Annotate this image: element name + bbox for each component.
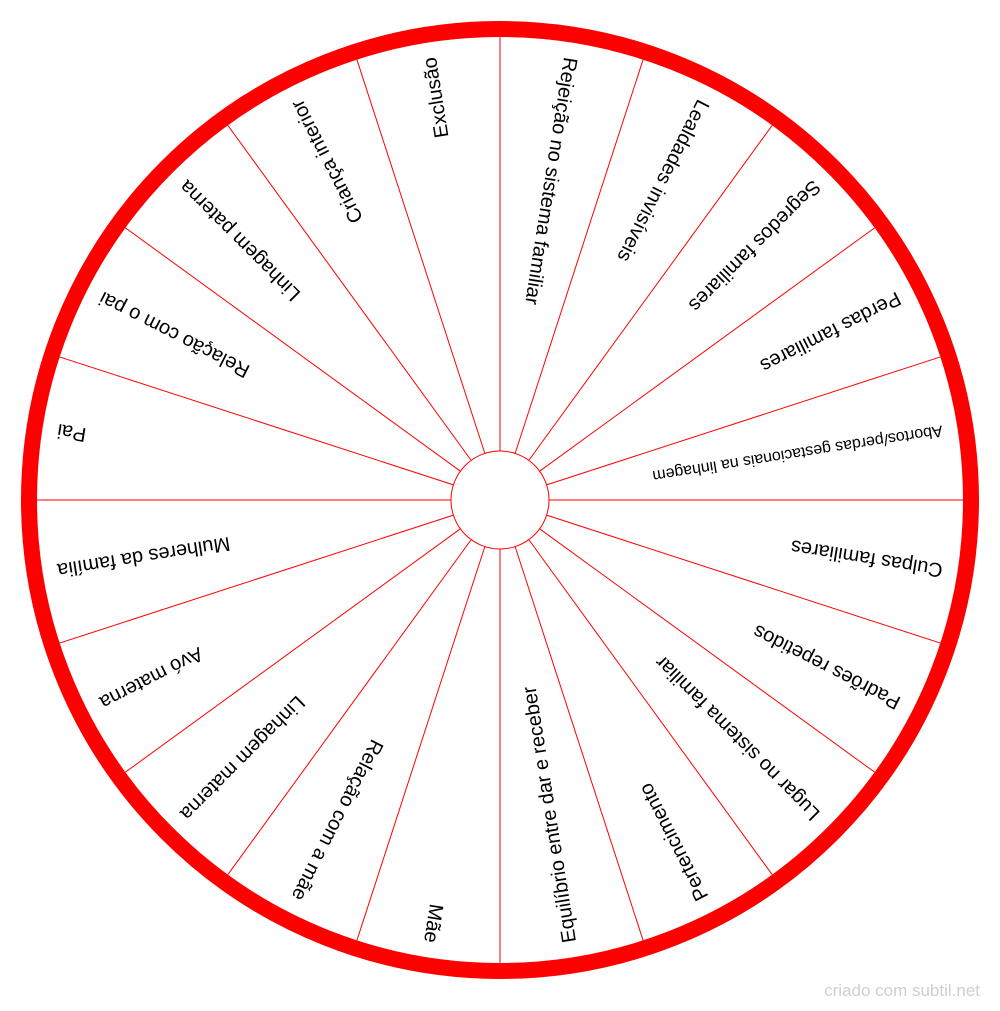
segment-label: Lugar no sistema familiar [651,651,825,825]
segment-label: Pai [56,419,88,445]
wheel-spoke [539,227,875,472]
segment-label: Lealdades invisíveis [612,96,713,265]
wheel-outer-ring [21,21,979,979]
wheel-spoke [59,514,454,644]
segment-label: Linhagem materna [175,691,309,825]
wheel-spoke [125,227,461,472]
wheel-spoke [514,546,644,941]
segment-label: Linhagem paterna [175,175,305,305]
segment-label: Relação com a mãe [287,736,387,904]
segment-label: Mãe [419,902,447,944]
wheel-spoke [539,528,875,773]
wheel-spoke [528,125,773,461]
wheel-spoke [546,356,941,486]
segment-label: Criança interior [287,96,368,227]
segment-label: Exclusão [419,56,453,140]
segment-label: Relação com o pai [96,287,254,382]
segment-label: Culpas familiares [789,535,944,581]
wheel-spoke [125,528,461,773]
segment-label: Perdas familiares [757,287,905,377]
wheel-hub [450,450,550,550]
segment-label: Abortos/perdas gestacionais na linhagem [651,422,944,485]
wheel-spoke [227,125,472,461]
segment-label: Pertencimento [635,779,713,904]
segment-label: Mulheres da família [55,532,232,581]
wheel-spokes [37,37,963,963]
wheel-spoke [59,356,454,486]
segment-label: Equilíbrio entre dar e receber [519,685,581,945]
wheel-spoke [356,59,486,454]
segment-label: Avó materna [95,642,206,713]
credit-text: criado com subtil.net [824,981,980,1000]
wheel-spoke [546,514,941,644]
segment-label: Padrões repetidos [750,620,905,713]
wheel-spoke [528,539,773,875]
wheel-spoke [356,546,486,941]
segment-label: Rejeição no sistema familiar [520,56,581,307]
wheel-spoke [514,59,644,454]
wheel-spoke [227,539,472,875]
segment-label: Segredos familiares [684,175,825,316]
